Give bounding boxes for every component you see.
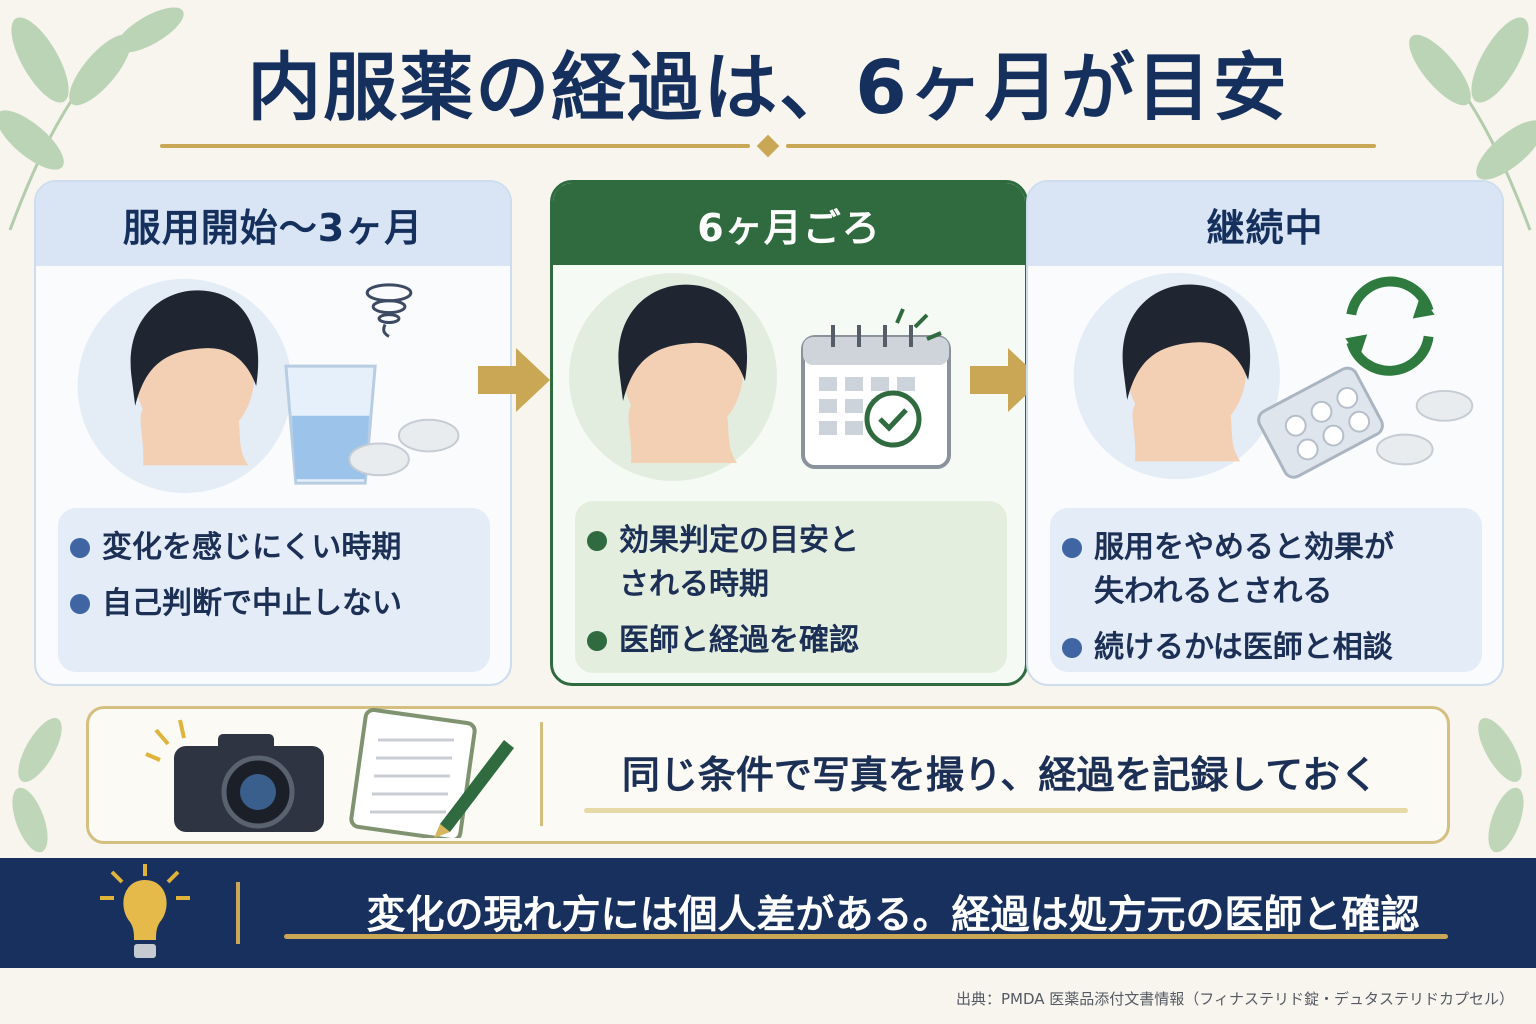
source-citation: 出典：PMDA 医薬品添付文書情報（フィナステリド錠・デュタステリドカプセル） <box>955 990 1514 1008</box>
bottom-message-text: 変化の現れ方には個人差がある。経過は処方元の医師と確認 <box>366 893 1420 938</box>
leaf-icon-bottom-right <box>1478 718 1524 853</box>
note-item: 効果判定の目安と される時期 <box>587 519 989 607</box>
arrow-right-icon <box>970 348 1042 412</box>
leaf-icon-bottom-left <box>12 718 62 853</box>
pen-icon <box>434 740 514 838</box>
stage-card-start: 服用開始〜3ヶ月 変化を感じにくい時期 自己判断で中止しない <box>34 180 512 686</box>
calendar-check-icon <box>801 308 951 469</box>
stage-illustration <box>569 273 951 481</box>
stage-card-continuing: 継続中 服用をやめると効果が 失われるとされる 続けるかは医師と相談 <box>1026 180 1504 686</box>
note-item: 服用をやめると効果が 失われるとされる <box>1062 526 1464 614</box>
leaf-icon-top-right <box>1409 17 1536 231</box>
dizzy-icon <box>365 283 413 338</box>
note-item: 自己判断で中止しない <box>70 582 472 626</box>
note-item: 医師と経過を確認 <box>587 619 989 663</box>
stage-heading: 継続中 <box>1028 182 1502 266</box>
stage-illustration <box>1073 272 1474 480</box>
head-icon <box>130 290 259 466</box>
stage-heading: 服用開始〜3ヶ月 <box>36 182 510 266</box>
head-icon <box>1122 284 1251 462</box>
record-tip-text: 同じ条件で写真を撮り、経過を記録しておく <box>621 753 1379 797</box>
bottom-message-bar <box>0 858 1536 968</box>
bottom-divider <box>236 882 240 944</box>
title-divider-left <box>160 144 750 148</box>
title-divider-right <box>786 144 1376 148</box>
stage-illustration <box>77 278 460 494</box>
stage-notes: 服用をやめると効果が 失われるとされる 続けるかは医師と相談 <box>1050 508 1482 672</box>
note-item: 変化を感じにくい時期 <box>70 526 472 570</box>
pill-icon <box>1376 389 1474 466</box>
stage-heading: 6ヶ月ごろ <box>553 183 1025 265</box>
stage-notes: 変化を感じにくい時期 自己判断で中止しない <box>58 508 490 672</box>
stage-card-six-months: 6ヶ月ごろ 効果判定の目安と される時期 医師と経過を確認 <box>550 180 1028 686</box>
camera-icon <box>145 719 324 832</box>
cycle-arrows-icon <box>1345 276 1435 376</box>
lightbulb-icon <box>100 864 190 958</box>
record-divider <box>540 722 543 826</box>
note-item: 続けるかは医師と相談 <box>1062 626 1464 670</box>
stage-notes: 効果判定の目安と される時期 医師と経過を確認 <box>575 501 1007 673</box>
bottom-message-underline <box>284 934 1448 939</box>
leaf-icon-top-left <box>0 7 184 231</box>
blister-pack-icon <box>1257 366 1384 479</box>
record-tip-underline <box>584 808 1408 813</box>
title-divider-diamond <box>756 134 780 158</box>
page-title: 内服薬の経過は、6ヶ月が目安 <box>247 45 1289 131</box>
arrow-right-icon <box>478 348 550 412</box>
pill-icon <box>348 418 460 477</box>
head-icon <box>618 284 748 463</box>
notebook-icon <box>349 708 514 838</box>
